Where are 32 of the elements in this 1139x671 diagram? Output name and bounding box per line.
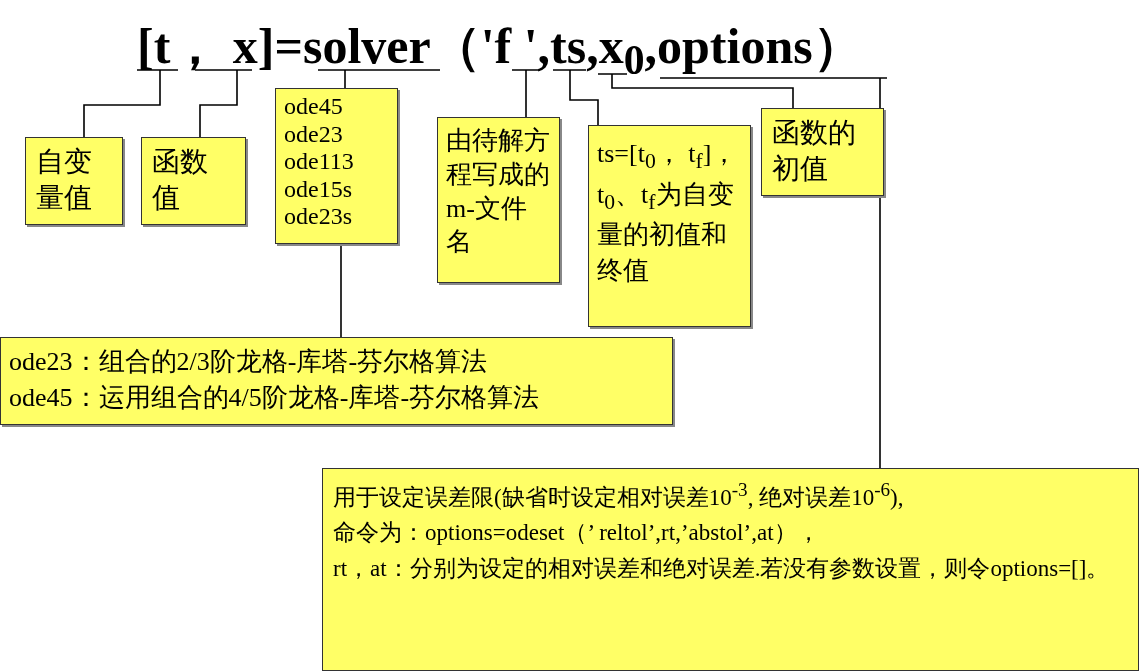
annotation-box: [0, 337, 673, 425]
annotation-text: t$_{0}$、t$_{f}$为自变量的初值和终值: [597, 178, 735, 288]
annotation-text: 函数值: [152, 145, 209, 216]
solver-list-box: [275, 88, 398, 244]
annotation-box: [25, 137, 123, 225]
annotation-text: ode113: [284, 148, 355, 176]
annotation-text: 函数的初值: [772, 116, 857, 187]
leader-line: [597, 73, 794, 109]
annotation-box: [437, 117, 560, 283]
annotation-text: ode45：运用组合的4/5阶龙格-库塔-芬尔格算法: [9, 382, 541, 415]
leader-line: [194, 69, 253, 138]
leader-line: [552, 69, 599, 126]
annotation-text: ts=[t$_{0}$， t$_{f}$]，: [597, 138, 739, 176]
formula-title: [t， x]=solver（'f ',ts,x$_{0}$,options）: [137, 17, 863, 85]
annotation-text: 用于设定误差限(缺省时设定相对误差10$^{-3}$, 绝对误差10$^{-6}$),: [333, 478, 905, 512]
annotation-text: 命令为：options=odeset（’ reltol’,rt,’abstol’,at），: [333, 519, 821, 548]
annotation-text: ode23s: [284, 203, 353, 231]
annotation-text: ode23: [284, 120, 344, 149]
annotation-text: ode45: [284, 93, 344, 121]
annotation-text: ode23：组合的2/3阶龙格-库塔-芬尔格算法: [9, 346, 489, 378]
annotation-box: [141, 137, 246, 225]
annotation-text: 自变量值: [36, 145, 93, 216]
annotation-text: rt，at：分别为设定的相对误差和绝对误差.若没有参数设置，则令options=[]。: [333, 554, 1111, 583]
annotation-box: [322, 468, 1139, 671]
leader-line: [83, 69, 179, 138]
leader-line: [340, 243, 342, 338]
annotation-box: [588, 125, 751, 327]
annotation-box: [761, 108, 884, 196]
leader-line: [317, 69, 441, 89]
annotation-text: 由待解方程写成的m-文件名: [446, 125, 551, 259]
annotation-text: ode15s: [284, 175, 353, 204]
leader-line: [511, 69, 541, 118]
